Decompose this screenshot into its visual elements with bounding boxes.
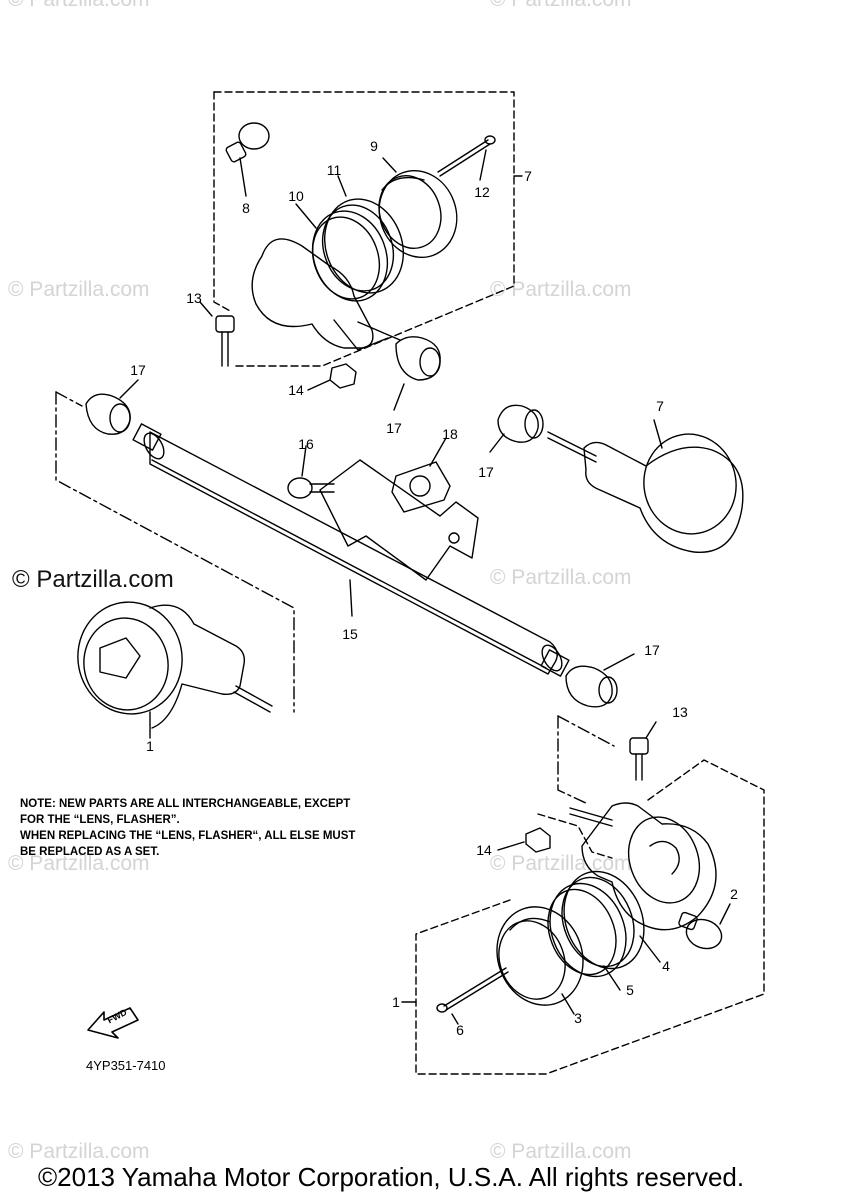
assembly-boundary [557, 715, 615, 747]
callout-4: 4 [662, 958, 670, 974]
callout-18: 18 [442, 426, 458, 442]
note-line: WHEN REPLACING THE “LENS, FLASHER“, ALL … [20, 830, 356, 842]
assembly-boundary [55, 391, 295, 713]
callout-3: 3 [574, 1010, 582, 1026]
callout-14: 14 [288, 382, 304, 398]
bolt-13 [199, 301, 235, 367]
watermark: © Partzilla.com [490, 566, 632, 589]
watermark: © Partzilla.com [8, 0, 150, 12]
screw-6 [436, 967, 509, 1025]
nut-14-lower [497, 827, 551, 853]
screw-12 [437, 135, 496, 181]
assembly-boundary [213, 91, 515, 367]
callout-17-upper: 17 [386, 420, 402, 436]
clamp-18 [391, 437, 451, 513]
fwd-arrow-icon: FWD [87, 1007, 139, 1039]
copyright-text: ©2013 Yamaha Motor Corporation, U.S.A. A… [38, 1162, 745, 1192]
callout-14-lower: 14 [476, 842, 492, 858]
note-line: BE REPLACED AS A SET. [20, 846, 160, 858]
grommet-17-left [85, 379, 139, 435]
stay-bar-15 [132, 423, 570, 677]
callout-11: 11 [326, 162, 342, 178]
note-line: FOR THE “LENS, FLASHER”. [20, 814, 180, 826]
callout-13: 13 [186, 290, 202, 306]
lens-9 [378, 157, 458, 259]
bolt-13-lower [629, 721, 657, 781]
watermark: © Partzilla.com [8, 278, 150, 301]
nut-14 [307, 363, 357, 391]
callout-5: 5 [626, 982, 634, 998]
housing-lower [537, 802, 717, 931]
watermark: © Partzilla.com [490, 278, 632, 301]
bulb-2 [678, 903, 731, 950]
flasher-right-7 [489, 404, 744, 553]
callout-10: 10 [288, 188, 304, 204]
callout-8: 8 [242, 200, 250, 216]
note-text: NOTE: NEW PARTS ARE ALL INTERCHANGEABLE,… [20, 796, 440, 860]
callout-2: 2 [730, 886, 738, 902]
watermark: © Partzilla.com [490, 1140, 632, 1163]
watermark: © Partzilla.com [490, 852, 632, 875]
bracket-plate [319, 459, 479, 581]
callout-7-right: 7 [656, 398, 664, 414]
callout-6: 6 [456, 1022, 464, 1038]
grommet-17-right [565, 653, 635, 708]
callout-17: 17 [130, 362, 146, 378]
diagram-code: 4YP351-7410 [86, 1058, 166, 1073]
callout-9: 9 [370, 138, 378, 154]
watermark: © Partzilla.com [490, 0, 632, 12]
housing-upper [251, 238, 401, 351]
callout-7: 7 [524, 168, 532, 184]
rings-10-11 [295, 175, 405, 302]
callout-15: 15 [342, 626, 358, 642]
note-line: NOTE: NEW PARTS ARE ALL INTERCHANGEABLE,… [20, 798, 351, 810]
watermark: © Partzilla.com [8, 852, 150, 875]
assembly-boundary [415, 759, 765, 1075]
flasher-left-1 [77, 601, 273, 739]
callout-1-lower: 1 [392, 994, 400, 1010]
callout-13-lower: 13 [672, 704, 688, 720]
callout-12: 12 [474, 184, 490, 200]
lens-3 [496, 906, 584, 1015]
callout-1: 1 [146, 738, 154, 754]
callout-17-right-flasher: 17 [478, 464, 494, 480]
callout-17-right: 17 [644, 642, 660, 658]
rings-4-5 [547, 870, 661, 991]
bulb-8 [225, 122, 270, 197]
assembly-boundary [213, 91, 233, 313]
grommet-17 [393, 336, 441, 411]
watermark-main: © Partzilla.com [12, 566, 174, 593]
assembly-boundary [557, 715, 589, 805]
watermark: © Partzilla.com [8, 1140, 150, 1163]
bolt-16 [287, 445, 335, 499]
callout-16: 16 [298, 436, 314, 452]
